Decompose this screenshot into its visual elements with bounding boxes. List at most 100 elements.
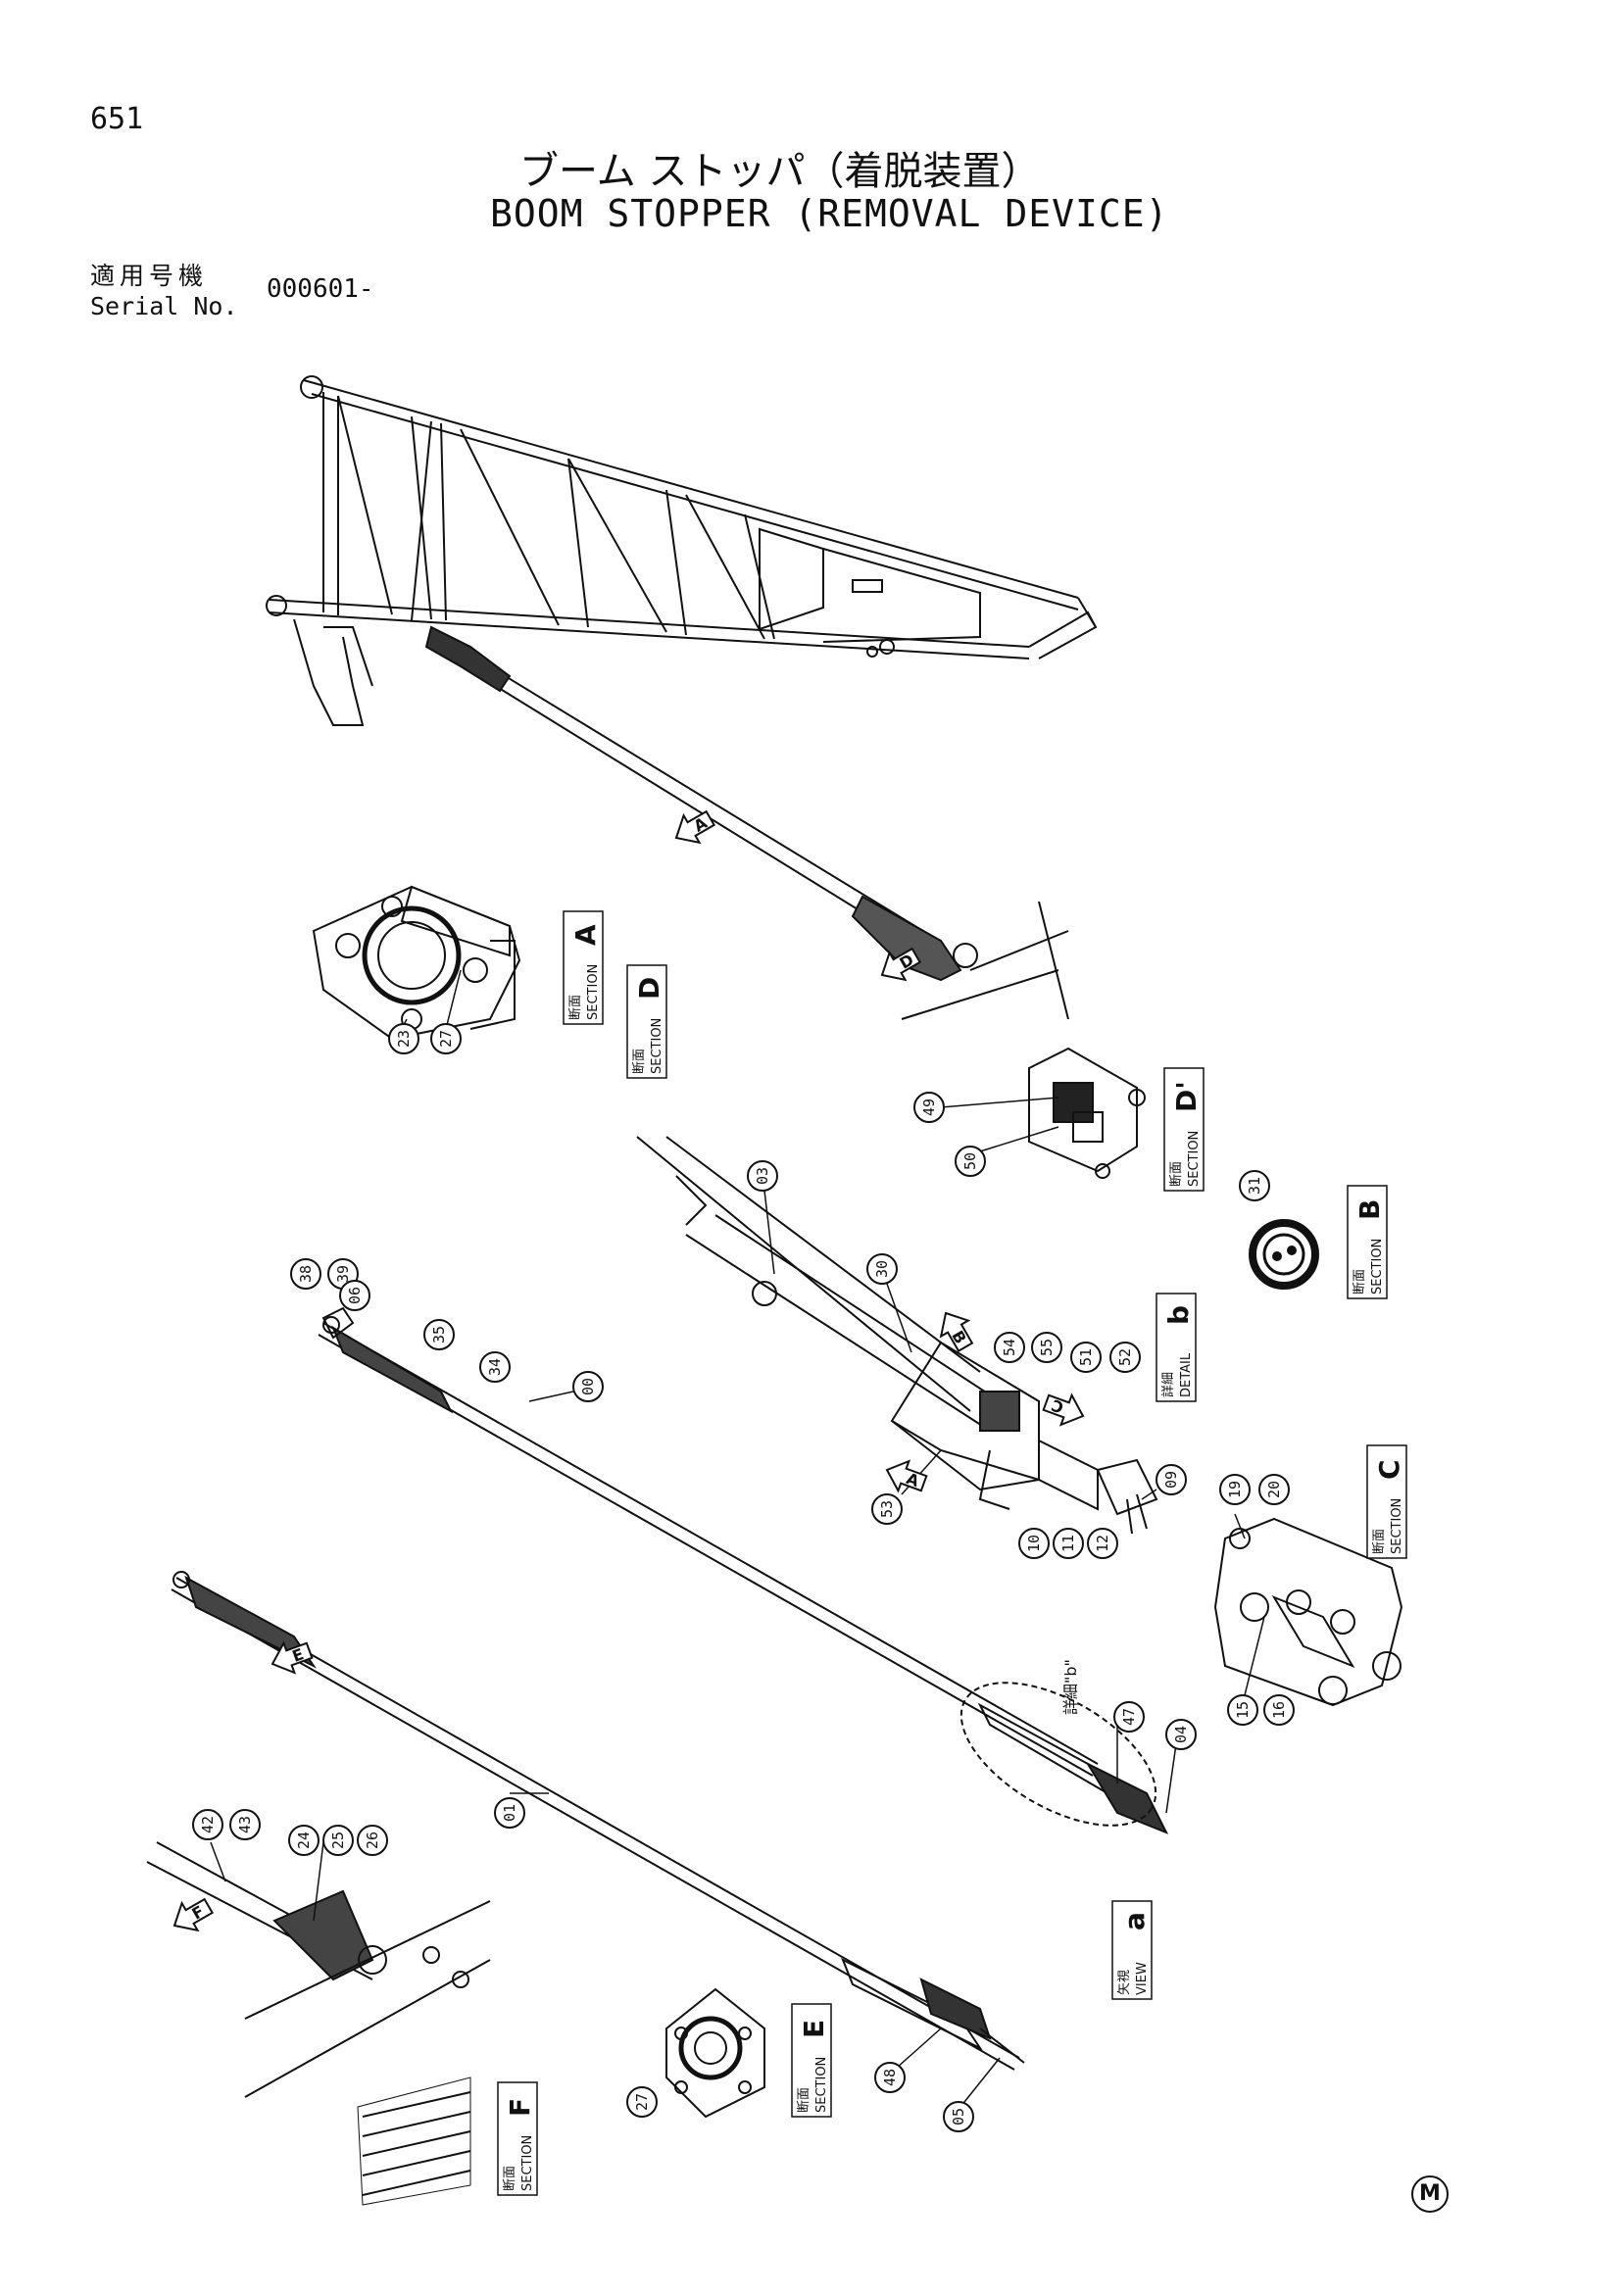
- svg-text:50: 50: [961, 1152, 979, 1170]
- callout-16: 16: [1263, 1694, 1295, 1726]
- svg-text:b: b: [1162, 1305, 1195, 1325]
- svg-text:52: 52: [1116, 1348, 1134, 1366]
- callout-26: 26: [357, 1825, 388, 1856]
- callout-19: 19: [1219, 1474, 1251, 1505]
- svg-text:断面: 断面: [797, 2087, 812, 2113]
- callout-52: 52: [1109, 1342, 1141, 1373]
- callout-54: 54: [994, 1332, 1025, 1363]
- svg-text:48: 48: [881, 2069, 899, 2086]
- svg-text:D: D: [633, 977, 665, 1000]
- callout-34: 34: [479, 1351, 511, 1383]
- svg-text:SECTION: SECTION: [1187, 1131, 1202, 1187]
- callout-25: 25: [322, 1825, 354, 1856]
- callout-35: 35: [423, 1319, 455, 1350]
- svg-text:54: 54: [1001, 1339, 1018, 1356]
- callout-47: 47: [1113, 1701, 1145, 1733]
- section-b-label: 断面 SECTION B: [1347, 1185, 1388, 1299]
- arrow-e: E: [270, 1640, 314, 1675]
- section-e-flange: [665, 1987, 765, 2119]
- svg-text:19: 19: [1226, 1481, 1244, 1498]
- svg-text:31: 31: [1246, 1177, 1263, 1195]
- section-d-prime-bracket: [1028, 1047, 1146, 1179]
- callout-06: 06: [339, 1280, 370, 1311]
- svg-text:矢視: 矢視: [1117, 1970, 1132, 1995]
- arrow-c: C: [1042, 1392, 1085, 1427]
- boom-lattice-drawing: [266, 375, 1098, 726]
- section-f-label: 断面 SECTION F: [497, 2081, 538, 2196]
- serial-number-value: 000601-: [267, 274, 374, 304]
- callout-53: 53: [871, 1493, 903, 1525]
- svg-text:42: 42: [199, 1816, 217, 1833]
- callout-55: 55: [1031, 1332, 1062, 1363]
- svg-text:SECTION: SECTION: [520, 2135, 535, 2191]
- svg-text:47: 47: [1120, 1708, 1138, 1726]
- svg-text:30: 30: [873, 1260, 891, 1278]
- svg-text:10: 10: [1025, 1535, 1043, 1552]
- boom-stopper-cylinder-top: [424, 625, 1069, 1020]
- arrow-f: F: [172, 1897, 215, 1932]
- rod-part-01: [171, 1571, 1025, 2071]
- svg-text:25: 25: [329, 1832, 347, 1849]
- svg-text:53: 53: [878, 1500, 896, 1518]
- svg-text:09: 09: [1162, 1471, 1180, 1489]
- callout-23: 23: [388, 1023, 419, 1054]
- section-c-plate: [1213, 1517, 1403, 1707]
- svg-text:詳細"b": 詳細"b": [1061, 1659, 1080, 1715]
- svg-text:04: 04: [1172, 1726, 1190, 1743]
- svg-text:34: 34: [486, 1358, 504, 1376]
- svg-text:B: B: [1353, 1199, 1386, 1220]
- arrow-a-top: A: [674, 809, 716, 845]
- svg-text:F: F: [504, 2098, 536, 2117]
- svg-text:26: 26: [364, 1832, 381, 1849]
- svg-text:a: a: [1118, 1912, 1151, 1930]
- callout-48: 48: [874, 2062, 906, 2093]
- svg-text:24: 24: [295, 1832, 313, 1849]
- svg-text:27: 27: [633, 2093, 651, 2111]
- svg-text:55: 55: [1038, 1339, 1056, 1356]
- svg-text:01: 01: [501, 1804, 518, 1822]
- view-a-label: 矢視 VIEW a: [1111, 1900, 1153, 2000]
- page-number: 651: [90, 102, 144, 136]
- serial-label-japanese: 適用号機: [90, 262, 209, 290]
- svg-text:SECTION: SECTION: [650, 1018, 664, 1074]
- section-a-label: 断面 SECTION A: [563, 910, 604, 1025]
- svg-text:断面: 断面: [1352, 1269, 1367, 1295]
- callout-05: 05: [943, 2101, 974, 2132]
- svg-text:23: 23: [395, 1030, 413, 1048]
- callout-00: 00: [572, 1371, 604, 1402]
- section-a-flange: [312, 885, 521, 1041]
- callout-27-section-e: 27: [626, 2086, 658, 2118]
- callout-31: 31: [1239, 1170, 1270, 1201]
- detail-b-label: 詳細 DETAIL b: [1156, 1293, 1197, 1402]
- svg-text:15: 15: [1234, 1701, 1252, 1719]
- section-d-prime-label: 断面 SECTION D': [1163, 1067, 1205, 1192]
- svg-text:16: 16: [1270, 1701, 1288, 1719]
- callout-24: 24: [288, 1825, 320, 1856]
- callout-51: 51: [1070, 1342, 1102, 1373]
- svg-text:DETAIL: DETAIL: [1179, 1352, 1194, 1397]
- svg-text:49: 49: [920, 1099, 938, 1116]
- svg-text:27: 27: [437, 1030, 455, 1048]
- callout-01: 01: [494, 1797, 525, 1829]
- callout-30: 30: [866, 1253, 898, 1285]
- callout-38: 38: [290, 1258, 321, 1290]
- svg-text:SECTION: SECTION: [586, 964, 601, 1020]
- callout-12: 12: [1087, 1528, 1118, 1559]
- svg-text:43: 43: [236, 1816, 254, 1833]
- arrow-d: D: [880, 947, 922, 982]
- svg-text:38: 38: [297, 1265, 315, 1283]
- callout-03: 03: [747, 1160, 778, 1192]
- section-c-label: 断面 SECTION C: [1366, 1444, 1407, 1559]
- svg-text:11: 11: [1059, 1535, 1077, 1552]
- svg-text:35: 35: [430, 1326, 448, 1343]
- title-english: BOOM STOPPER (REMOVAL DEVICE): [490, 192, 1169, 235]
- svg-text:詳細: 詳細: [1160, 1372, 1176, 1397]
- serial-label-english: Serial No.: [90, 292, 238, 320]
- svg-text:03: 03: [754, 1167, 771, 1185]
- svg-text:VIEW: VIEW: [1135, 1962, 1150, 1995]
- arrow-b: B: [939, 1311, 974, 1353]
- circled-m-mark: M: [1411, 2175, 1449, 2213]
- callout-10: 10: [1018, 1528, 1050, 1559]
- svg-text:39: 39: [334, 1265, 352, 1283]
- detail-b-assembly: [636, 1136, 1158, 1535]
